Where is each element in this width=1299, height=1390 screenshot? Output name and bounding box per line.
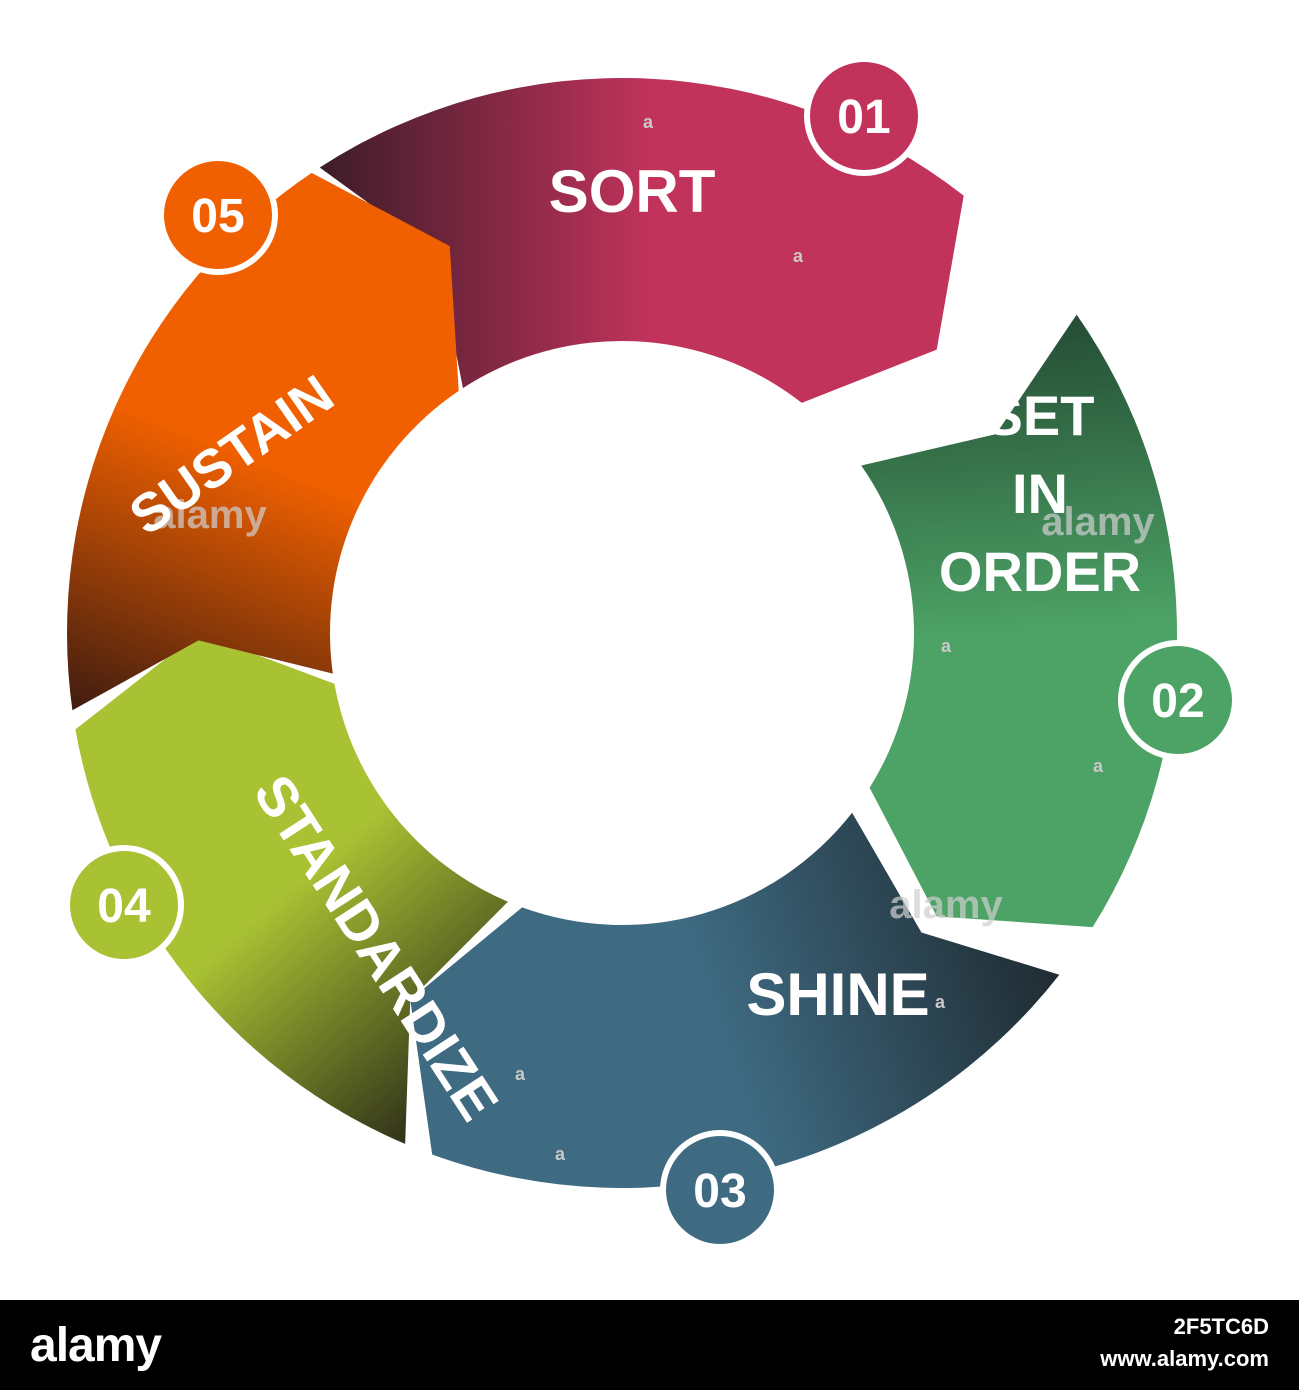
watermark-mark: a [793,246,804,266]
badge-number: 02 [1151,675,1204,728]
footer-url: www.alamy.com [1100,1346,1269,1371]
badge-number: 01 [837,91,890,144]
footer-info: 2F5TC6D www.alamy.com [1100,1314,1269,1372]
segment-label-line: SHINE [746,961,929,1028]
badge-number: 04 [97,880,151,933]
watermark-text: alamy [153,493,267,537]
watermark-text: alamy [1041,500,1155,544]
badge-04: 04 [64,845,184,965]
cycle-diagram: a a a a a a a alamy alamy alamy SORT SET IN ORDER SHI… [64,56,1238,1250]
footer-image-id: 2F5TC6D [1173,1314,1269,1339]
badge-05: 05 [158,155,278,275]
segment-standardize [75,633,508,1144]
watermark-mark: a [555,1144,566,1164]
cycle-diagram-svg: a a a a a a a alamy alamy alamy SORT SET IN ORDER SHI… [64,56,1238,1250]
segment-label-line: SORT [549,158,716,225]
badge-number: 05 [191,190,244,243]
segment-label-line: ORDER [939,540,1141,603]
segment-label-set-in-order: SET IN ORDER [939,384,1141,603]
segment-label-line: IN [1012,462,1068,525]
watermark-mark: a [1093,756,1104,776]
segment-shine [410,812,1060,1188]
watermark-text: alamy [889,883,1003,927]
badge-01: 01 [804,56,924,176]
segment-label-sort: SORT [549,158,716,225]
watermark-mark: a [935,992,946,1012]
segment-set-in-order [861,314,1177,928]
segment-label-shine: SHINE [746,961,929,1028]
badge-number: 03 [693,1165,746,1218]
watermark-mark: a [941,636,952,656]
watermark-mark: a [515,1064,526,1084]
badge-02: 02 [1118,640,1238,760]
watermark-footer-bar: alamy 2F5TC6D www.alamy.com [0,1300,1299,1390]
watermark-mark: a [643,112,654,132]
footer-logo: alamy [30,1319,162,1372]
segment-label-line: SET [986,384,1095,447]
segment-sustain [67,172,459,711]
segment-sort [319,77,964,403]
badge-03: 03 [660,1130,780,1250]
